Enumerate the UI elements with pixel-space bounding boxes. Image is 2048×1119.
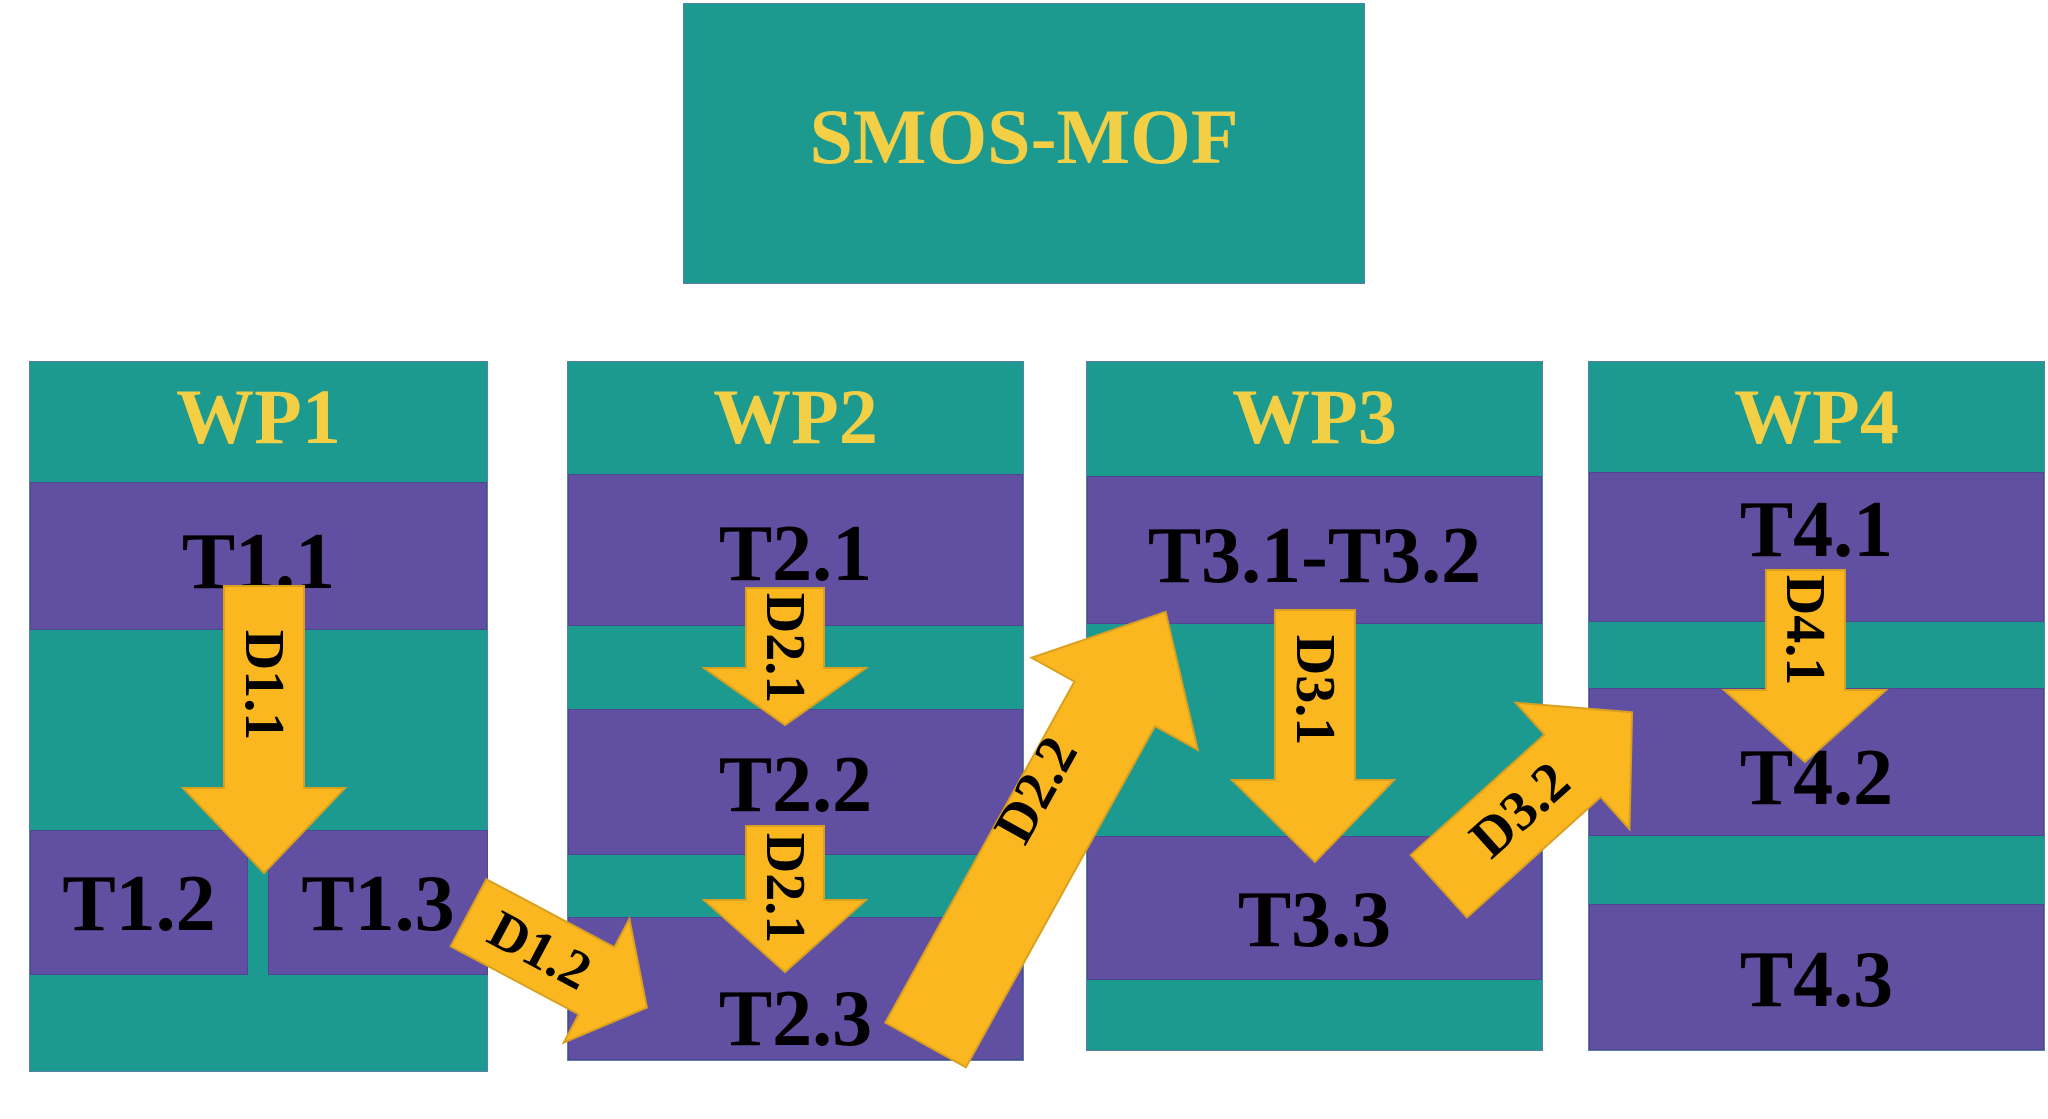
wp4-task-band: T4.1 <box>1589 472 2044 622</box>
project-box: SMOS-MOF <box>683 3 1365 284</box>
wp3-title: WP3 <box>1232 373 1397 460</box>
wp3-task-label: T3.3 <box>1237 876 1392 964</box>
wp3-task-band: T3.1-T3.2 <box>1087 476 1542 624</box>
wp4-task-band: T4.3 <box>1589 904 2044 1050</box>
wp2-title: WP2 <box>713 373 878 460</box>
arrow-d3-2-icon <box>1409 701 1634 919</box>
wp2-task-label: T2.3 <box>718 975 873 1063</box>
wp4-task-label: T4.3 <box>1739 936 1894 1024</box>
label-d4-1: D4.1 <box>1774 575 1836 685</box>
arrow-d2-2-icon <box>884 610 1200 1069</box>
arrow-d2-1-lower-icon <box>701 825 869 974</box>
label-d3-1: D3.1 <box>1284 635 1346 745</box>
wp1-task-label: T1.2 <box>62 860 216 948</box>
wp1-task-band: T1.3 <box>268 830 488 975</box>
wp2-task-label: T2.2 <box>718 741 873 829</box>
arrow-d1-2-icon <box>449 877 649 1045</box>
wp4-title: WP4 <box>1734 373 1899 460</box>
arrow-d4-1-icon <box>1721 569 1889 764</box>
wp4-task-label: T4.1 <box>1739 486 1894 574</box>
arrow-d1-1-icon <box>180 585 348 875</box>
label-d2-1-lower: D2.1 <box>754 833 816 943</box>
wp1-title: WP1 <box>176 373 341 460</box>
wp2-task-label: T2.1 <box>718 510 873 598</box>
project-title: SMOS-MOF <box>809 93 1239 180</box>
wp1-task-band: T1.2 <box>30 830 248 975</box>
label-d1-1: D1.1 <box>233 630 295 740</box>
wp3-task-label: T3.1-T3.2 <box>1147 512 1482 600</box>
arrow-d2-1-upper-icon <box>700 587 870 727</box>
wp1-task-label: T1.3 <box>301 860 455 948</box>
arrow-d3-1-icon <box>1229 609 1397 864</box>
label-d2-1-upper: D2.1 <box>754 593 816 703</box>
wp2-task-band: T2.2 <box>568 709 1023 855</box>
